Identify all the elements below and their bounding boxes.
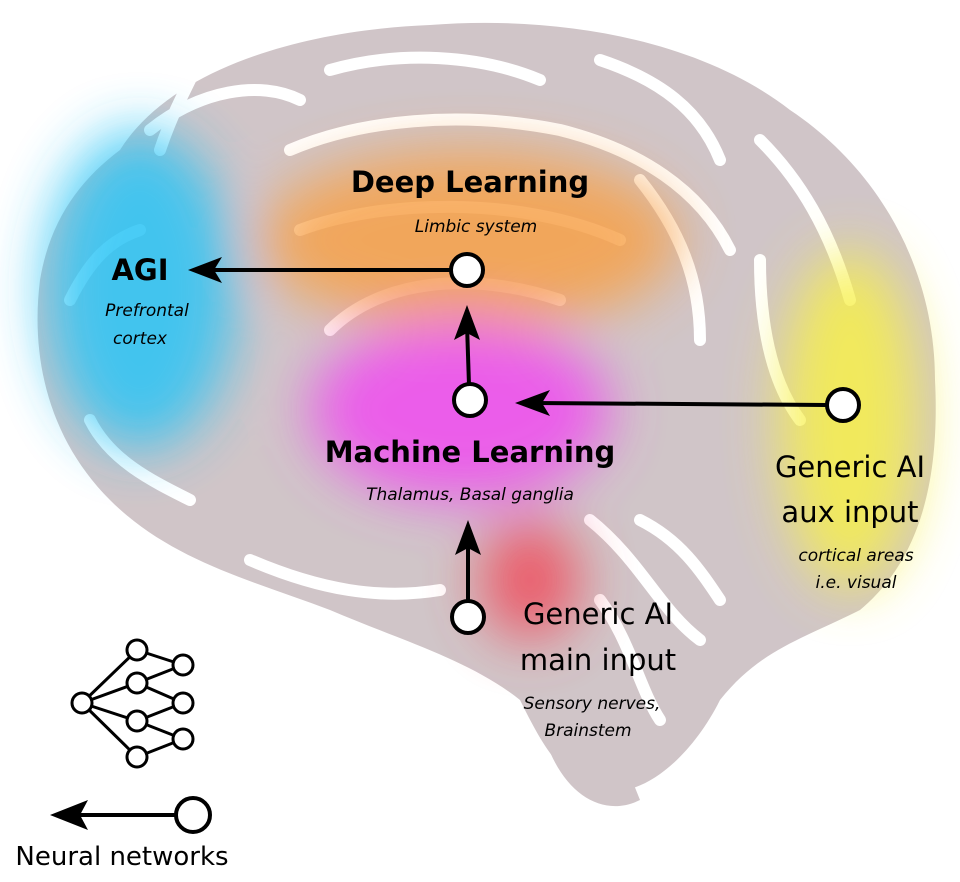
- deep-learning-title: Deep Learning: [350, 165, 590, 199]
- legend-label: Neural networks: [15, 842, 229, 872]
- region-main-input: [480, 520, 580, 640]
- main-input-subtitle-2: Brainstem: [544, 721, 632, 741]
- neural-network-icon: [70, 638, 195, 769]
- arrowhead-icon: [188, 257, 222, 283]
- node-aux-input: [825, 387, 861, 423]
- aux-input-subtitle-2: i.e. visual: [815, 573, 897, 593]
- node-main-input: [450, 599, 486, 635]
- main-input-title-2: main input: [519, 643, 677, 677]
- arrowhead-icon: [454, 305, 480, 340]
- arrowhead-icon: [515, 390, 550, 416]
- arrow-ml-to-dl: [465, 324, 471, 386]
- main-input-subtitle-1: Sensory nerves,: [523, 694, 661, 714]
- agi-subtitle-1: Prefrontal: [105, 301, 189, 321]
- agi-title: AGI: [111, 253, 169, 287]
- deep-learning-subtitle: Limbic system: [414, 217, 538, 237]
- machine-learning-subtitle: Thalamus, Basal ganglia: [366, 485, 574, 505]
- aux-input-title-2: aux input: [781, 495, 919, 529]
- arrows: [188, 257, 827, 600]
- main-input-title-1: Generic AI: [522, 597, 674, 631]
- arrow-aux-to-ml: [534, 401, 827, 407]
- aux-input-subtitle-1: cortical areas: [798, 546, 914, 566]
- aux-input-title-1: Generic AI: [774, 450, 926, 484]
- legend-arrow-icon: [50, 796, 212, 834]
- agi-subtitle-2: cortex: [113, 329, 167, 349]
- region-agi: [45, 130, 235, 450]
- region-deep-learning: [260, 150, 680, 330]
- machine-learning-title: Machine Learning: [324, 435, 616, 469]
- node-machine-learning: [452, 382, 488, 418]
- node-deep-learning: [449, 252, 485, 288]
- arrowhead-icon: [455, 520, 481, 555]
